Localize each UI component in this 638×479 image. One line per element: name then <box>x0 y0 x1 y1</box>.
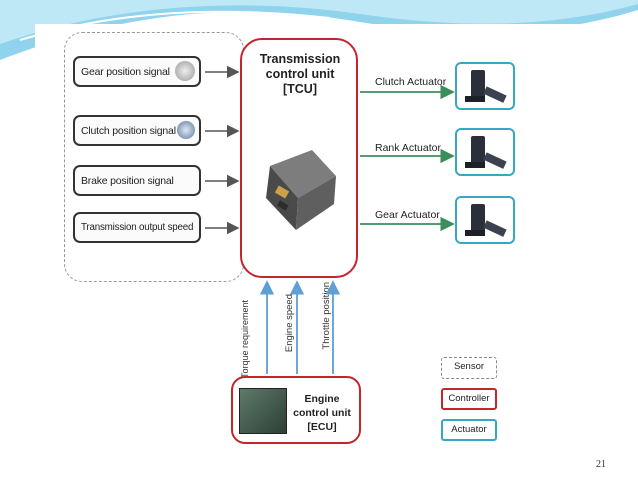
tcu-module-icon <box>266 150 336 230</box>
legend-controller: Controller <box>441 388 497 410</box>
legend-actuator: Actuator <box>441 419 497 441</box>
ecu-board-icon <box>239 388 287 434</box>
diagram-area: Gear position signal Clutch position sig… <box>35 24 611 445</box>
actuator-label-gear: Gear Actuator <box>375 209 440 221</box>
connector-arrows <box>205 65 507 374</box>
gear-position-icon <box>175 61 195 81</box>
actuator-label-clutch: Clutch Actuator <box>375 76 447 88</box>
linear-actuator-icon <box>465 70 507 103</box>
tcu-box: Transmission control unit [TCU] <box>240 38 358 278</box>
sensor-transmission-output-speed: Transmission output speed <box>73 212 201 243</box>
sensor-label: Clutch position signal <box>81 125 176 137</box>
ecu-title: Engine control unit [ECU] <box>293 393 351 433</box>
sensor-label: Brake position signal <box>81 175 174 187</box>
clutch-position-icon <box>177 121 195 139</box>
page-number: 21 <box>596 459 606 470</box>
linear-actuator-icon <box>465 136 507 169</box>
ecu-box: Engine control unit [ECU] <box>231 376 361 444</box>
sensor-clutch-position: Clutch position signal <box>73 115 201 146</box>
sensor-gear-position: Gear position signal <box>73 56 201 87</box>
actuator-label-rank: Rank Actuator <box>375 142 441 154</box>
sensor-label: Gear position signal <box>81 66 170 78</box>
tcu-title: Transmission control unit [TCU] <box>259 52 341 96</box>
legend-sensor: Sensor <box>441 357 497 379</box>
sensor-brake-position: Brake position signal <box>73 165 201 196</box>
linear-actuator-icon <box>465 204 507 237</box>
sensor-label: Transmission output speed <box>81 222 194 233</box>
